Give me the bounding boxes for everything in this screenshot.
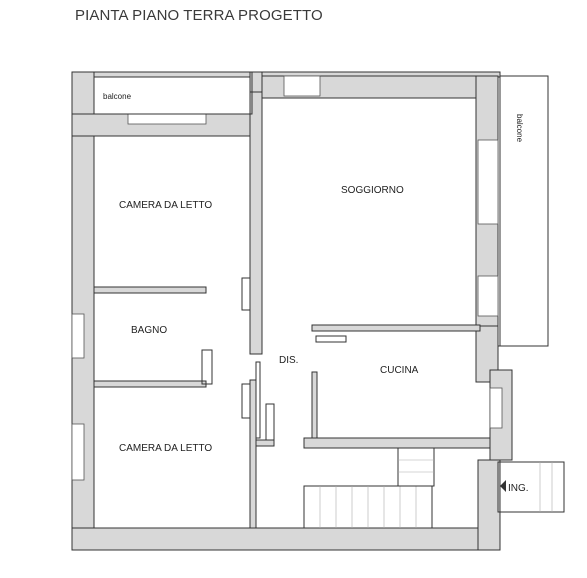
label-hall: DIS.	[279, 355, 298, 366]
wall-right-bottom	[477, 459, 501, 551]
wall-kitchen-left	[311, 371, 318, 441]
door-bedroom-bottom	[241, 383, 251, 419]
stairs-landing	[397, 447, 435, 487]
wall-central-lower	[249, 379, 257, 529]
label-bathroom: BAGNO	[131, 325, 167, 336]
window-bedroom-top	[127, 113, 207, 125]
windows	[71, 75, 503, 481]
door-bedroom-top	[241, 277, 251, 311]
door-hall-left	[255, 361, 261, 439]
entrance-steps	[497, 461, 565, 513]
wall-bottom	[71, 527, 501, 551]
label-balcony-right: balcone	[515, 114, 524, 143]
window-living-top	[477, 139, 499, 225]
window-bedroom-bottom	[71, 423, 85, 481]
label-bedroom-bottom: CAMERA DA LETTO	[119, 443, 212, 454]
label-bedroom-top: CAMERA DA LETTO	[119, 200, 212, 211]
label-living: SOGGIORNO	[341, 185, 404, 196]
window-living-bottom	[477, 275, 499, 317]
window-bathroom	[71, 313, 85, 359]
label-kitchen: CUCINA	[380, 365, 419, 376]
wall-kitchen-top	[311, 324, 481, 332]
wall-right-kitchen	[475, 325, 499, 383]
balconies	[71, 71, 549, 347]
stairs	[303, 447, 435, 529]
label-entrance: ING.	[508, 483, 529, 494]
entrance-arrow-icon	[500, 480, 506, 492]
wall-bath-bottom	[93, 380, 207, 388]
door-kitchen	[315, 335, 347, 343]
doors	[201, 277, 347, 441]
window-kitchen	[489, 387, 503, 429]
door-bathroom	[201, 349, 213, 385]
label-balcony-top: balcone	[103, 92, 132, 101]
interior-walls	[93, 91, 491, 529]
window-top-center	[283, 75, 321, 97]
door-hall-right	[265, 403, 275, 441]
page-title: PIANTA PIANO TERRA PROGETTO	[75, 7, 323, 24]
wall-bath-top	[93, 286, 207, 294]
balcony-top	[71, 71, 253, 115]
wall-kitchen-bottom	[303, 437, 491, 449]
wall-hall-bottom	[255, 439, 275, 447]
wall-central-vertical	[249, 91, 263, 355]
entrance	[497, 461, 565, 513]
outer-walls	[71, 71, 513, 551]
